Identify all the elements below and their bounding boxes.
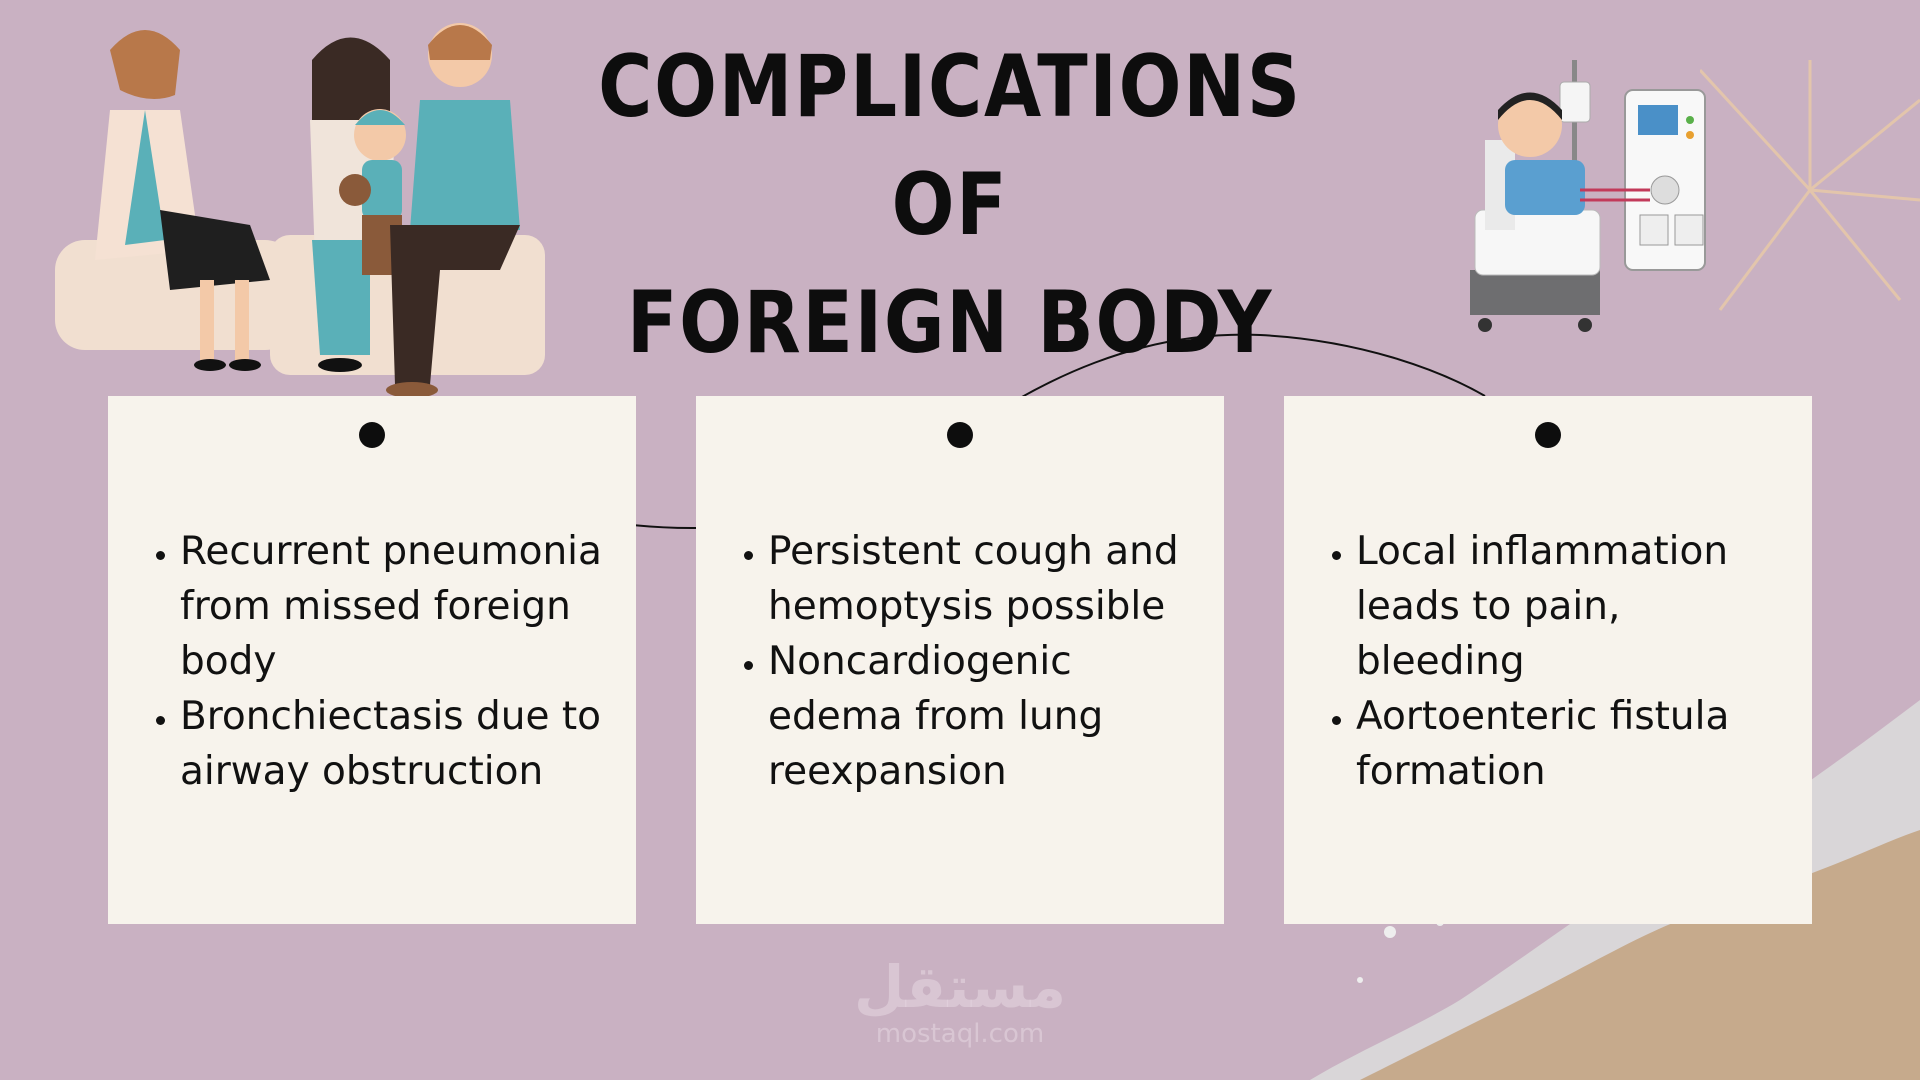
page-title: COMPLICATIONS OF FOREIGN BODY: [580, 28, 1320, 382]
complication-card-2: Persistent cough and hemoptysis possible…: [696, 396, 1224, 924]
complication-card-1: Recurrent pneumonia from missed foreign …: [108, 396, 636, 924]
watermark: مستقل mostaql.com: [845, 955, 1075, 1049]
card-dot: [359, 422, 385, 448]
list-item: Aortoenteric fistula formation: [1356, 689, 1782, 799]
list-item: Persistent cough and hemoptysis possible: [768, 524, 1194, 634]
card-dot: [1535, 422, 1561, 448]
card-bullet-list: Local inflammation leads to pain, bleedi…: [1320, 524, 1782, 799]
watermark-logo: مستقل: [853, 953, 1067, 1021]
card-bullet-list: Recurrent pneumonia from missed foreign …: [144, 524, 606, 799]
list-item: Recurrent pneumonia from missed foreign …: [180, 524, 606, 689]
watermark-url: mostaql.com: [875, 1019, 1045, 1049]
list-item: Noncardiogenic edema from lung reexpansi…: [768, 634, 1194, 799]
list-item: Bronchiectasis due to airway obstruction: [180, 689, 606, 799]
list-item: Local inflammation leads to pain, bleedi…: [1356, 524, 1782, 689]
complication-card-3: Local inflammation leads to pain, bleedi…: [1284, 396, 1812, 924]
title-line-1: COMPLICATIONS OF: [598, 37, 1302, 255]
card-dot: [947, 422, 973, 448]
dialysis-patient-illustration: [1470, 60, 1706, 332]
sparkle-icon: [1700, 60, 1920, 311]
title-line-2: FOREIGN BODY: [626, 273, 1274, 373]
card-bullet-list: Persistent cough and hemoptysis possible…: [732, 524, 1194, 799]
doctor-family-illustration: [55, 23, 545, 398]
